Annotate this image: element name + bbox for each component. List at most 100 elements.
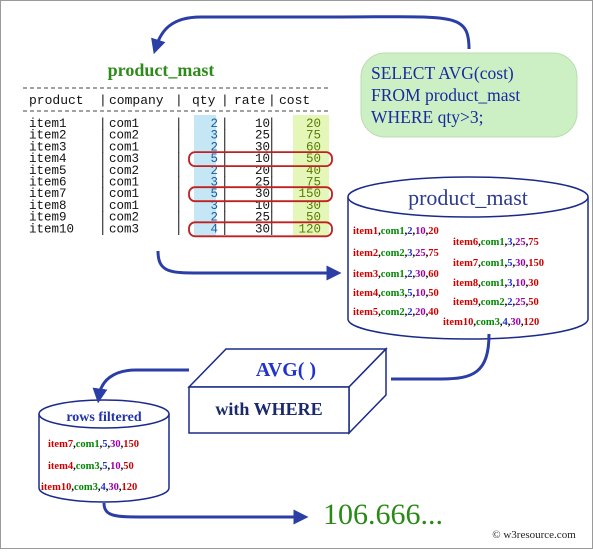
record-field: item4 bbox=[48, 461, 74, 472]
table-cell-separator: | bbox=[175, 222, 183, 236]
table-header-separator: | bbox=[175, 93, 183, 108]
record-field: 10 bbox=[415, 288, 426, 299]
result-value: 106.666... bbox=[323, 498, 443, 531]
record-field: item2 bbox=[353, 248, 378, 259]
record-field: item4 bbox=[353, 288, 379, 299]
table-cell-qty: 5 bbox=[210, 187, 218, 201]
table-cell-company: com2 bbox=[109, 211, 139, 225]
table-cell-company: com2 bbox=[109, 129, 139, 143]
record-comma: , bbox=[121, 439, 124, 450]
record-comma: , bbox=[378, 307, 381, 318]
record-comma: , bbox=[473, 317, 476, 328]
record-line: item7,com1,5,30,150 bbox=[48, 439, 139, 450]
record-field: 30 bbox=[528, 278, 539, 289]
record-field: 50 bbox=[428, 288, 439, 299]
record-field: com1 bbox=[481, 237, 505, 248]
record-comma: , bbox=[413, 226, 416, 237]
record-line: item4,com3,5,10,50 bbox=[353, 288, 439, 299]
record-comma: , bbox=[106, 482, 109, 493]
table-cell-separator: | bbox=[268, 164, 276, 178]
table-cell-rate: 10 bbox=[255, 152, 270, 166]
function-label: AVG( ) bbox=[256, 359, 316, 381]
db-cylinder-top bbox=[347, 176, 589, 218]
table-cell-rate: 30 bbox=[255, 140, 270, 154]
table-cell-rate: 10 bbox=[255, 117, 270, 131]
table-cell-product: item5 bbox=[29, 164, 67, 178]
record-comma: , bbox=[500, 317, 503, 328]
table-cell-company: com1 bbox=[109, 176, 139, 190]
record-field: 30 bbox=[510, 317, 521, 328]
filtered-title: rows filtered bbox=[66, 410, 142, 425]
function-box-front bbox=[188, 386, 350, 434]
record-comma: , bbox=[378, 269, 381, 280]
record-comma: , bbox=[526, 237, 529, 248]
record-field: item5 bbox=[353, 307, 378, 318]
table-cell-rate: 25 bbox=[255, 176, 270, 190]
record-field: com3 bbox=[76, 461, 100, 472]
record-field: item6 bbox=[453, 237, 478, 248]
table-cell-cost: 50 bbox=[306, 152, 321, 166]
db-cylinder: product_mast item1,com1,2,10,20item6,com… bbox=[347, 176, 589, 340]
arrow-db-to-function bbox=[391, 333, 491, 381]
record-field: 30 bbox=[515, 258, 526, 269]
record-comma: , bbox=[478, 258, 481, 269]
table-cell-separator: | bbox=[221, 140, 229, 154]
table-header-separator: | bbox=[268, 93, 276, 108]
table-cell-separator: | bbox=[99, 152, 107, 166]
table-header-separator: | bbox=[221, 93, 229, 108]
db-cylinder-body bbox=[347, 197, 589, 340]
table-cell-separator: | bbox=[221, 187, 229, 201]
record-field: 2 bbox=[407, 307, 412, 318]
table-cell-qty: 2 bbox=[210, 117, 218, 131]
record-field: 10 bbox=[415, 226, 426, 237]
record-field: com2 bbox=[381, 307, 405, 318]
table-cell-product: item10 bbox=[29, 222, 74, 236]
record-comma: , bbox=[513, 278, 516, 289]
table-cell-company: com1 bbox=[109, 117, 139, 131]
record-comma: , bbox=[73, 461, 76, 472]
table-cell-company: com1 bbox=[109, 199, 139, 213]
table-cell-cost: 50 bbox=[306, 211, 321, 225]
record-field: com3 bbox=[74, 482, 98, 493]
record-field: 50 bbox=[528, 297, 539, 308]
record-comma: , bbox=[121, 461, 124, 472]
record-comma: , bbox=[505, 297, 508, 308]
table-cell-cost: 30 bbox=[306, 199, 321, 213]
record-field: 75 bbox=[528, 237, 539, 248]
table-cell-separator: | bbox=[268, 187, 276, 201]
record-field: 20 bbox=[415, 307, 426, 318]
record-field: 2 bbox=[507, 297, 512, 308]
record-field: com3 bbox=[476, 317, 500, 328]
table-cell-separator: | bbox=[99, 176, 107, 190]
table-cell-cost: 150 bbox=[298, 187, 321, 201]
filtered-cylinder-body bbox=[38, 414, 170, 503]
table-cell-product: item7 bbox=[29, 187, 67, 201]
record-field: 10 bbox=[515, 278, 526, 289]
filtered-records: item7,com1,5,30,150item4,com3,5,10,50ite… bbox=[41, 439, 139, 493]
record-field: item7 bbox=[453, 258, 478, 269]
table-cell-rate: 20 bbox=[255, 164, 270, 178]
query-line: WHERE qty>3; bbox=[371, 107, 483, 127]
record-comma: , bbox=[505, 278, 508, 289]
table-cell-product: item4 bbox=[29, 152, 67, 166]
record-comma: , bbox=[526, 278, 529, 289]
record-field: 120 bbox=[524, 317, 540, 328]
table-cell-separator: | bbox=[99, 199, 107, 213]
record-comma: , bbox=[108, 461, 111, 472]
filtered-cylinder: rows filtered item7,com1,5,30,150item4,c… bbox=[38, 399, 170, 503]
record-field: 150 bbox=[123, 439, 139, 450]
table-cell-separator: | bbox=[268, 211, 276, 225]
record-comma: , bbox=[119, 482, 122, 493]
record-comma: , bbox=[405, 226, 408, 237]
table-cell-cost: 40 bbox=[306, 164, 321, 178]
record-field: 3 bbox=[507, 278, 512, 289]
record-comma: , bbox=[526, 297, 529, 308]
table-cell-qty: 3 bbox=[210, 129, 218, 143]
table-cell-separator: | bbox=[268, 222, 276, 236]
table-cell-qty: 2 bbox=[210, 164, 218, 178]
record-comma: , bbox=[505, 237, 508, 248]
table-cell-separator: | bbox=[99, 129, 107, 143]
table-header-qty: qty bbox=[192, 93, 216, 108]
table-header-product: product bbox=[29, 93, 84, 108]
record-comma: , bbox=[100, 461, 103, 472]
